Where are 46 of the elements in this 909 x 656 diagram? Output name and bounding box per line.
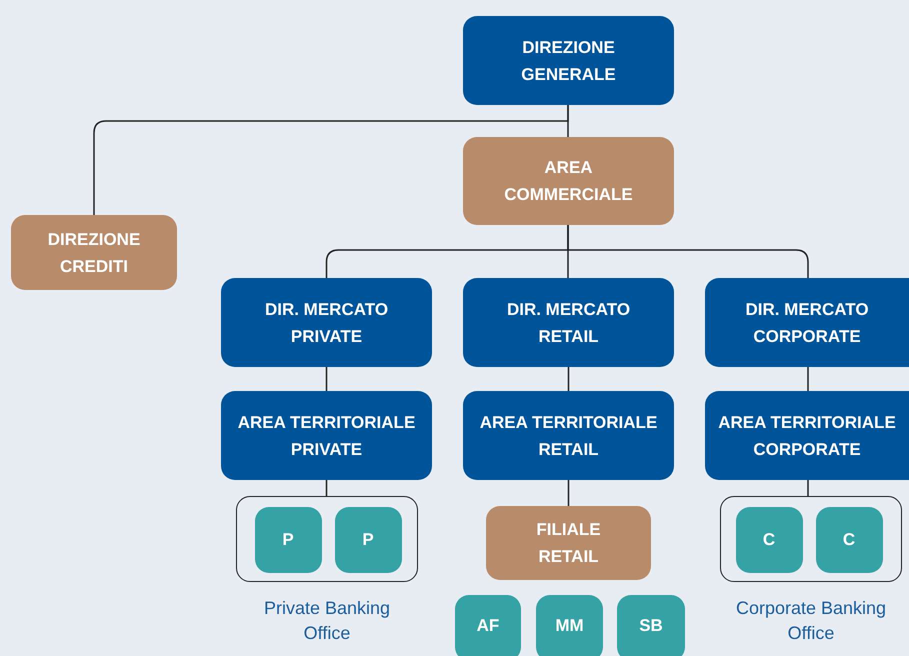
box-label: AREA TERRITORIALE CORPORATE <box>717 412 897 460</box>
connector-line <box>807 367 809 391</box>
group-frame <box>720 496 902 582</box>
group-frame <box>236 496 418 582</box>
org-box <box>221 391 432 480</box>
box-label: MM <box>555 615 584 637</box>
office-box <box>617 595 685 656</box>
org-box <box>11 215 177 290</box>
org-box <box>486 506 651 580</box>
office-box <box>736 506 802 572</box>
box-label: C <box>842 529 856 551</box>
box-label: AREA TERRITORIALE PRIVATE <box>236 412 416 460</box>
connector-line <box>807 480 809 496</box>
org-box <box>463 391 674 480</box>
connector-line <box>93 105 569 215</box>
org-box <box>705 278 909 367</box>
box-label: DIR. MERCATO CORPORATE <box>744 298 870 348</box>
box-label: FILIALE RETAIL <box>535 519 602 568</box>
connector-line <box>326 480 328 496</box>
connector-line <box>326 367 328 391</box>
box-label: DIREZIONE GENERALE <box>520 36 617 86</box>
org-box <box>705 391 909 480</box>
box-label: C <box>762 529 776 551</box>
office-box <box>536 595 603 656</box>
connector-line <box>567 225 809 278</box>
box-label: DIREZIONE CREDITI <box>46 228 142 278</box>
box-label: P <box>282 529 294 551</box>
connector-line <box>568 367 570 391</box>
box-label: DIR. MERCATO RETAIL <box>506 298 632 348</box>
box-label: DIR. MERCATO PRIVATE <box>264 298 390 348</box>
office-box <box>334 506 402 572</box>
box-label: P <box>362 529 374 551</box>
org-box <box>463 278 674 367</box>
org-box <box>221 278 432 367</box>
org-box <box>463 137 674 225</box>
office-box <box>816 506 882 572</box>
box-label: SB <box>639 615 663 637</box>
office-box <box>254 506 322 572</box>
org-box <box>463 16 674 105</box>
box-label: AREA COMMERCIALE <box>503 157 634 206</box>
connector-line <box>568 480 570 506</box>
office-box <box>455 595 521 656</box>
group-caption: Private Banking Office <box>262 597 392 645</box>
box-label: AF <box>476 615 500 637</box>
box-label: AREA TERRITORIALE RETAIL <box>478 412 658 460</box>
group-caption: Corporate Banking Office <box>734 597 888 645</box>
